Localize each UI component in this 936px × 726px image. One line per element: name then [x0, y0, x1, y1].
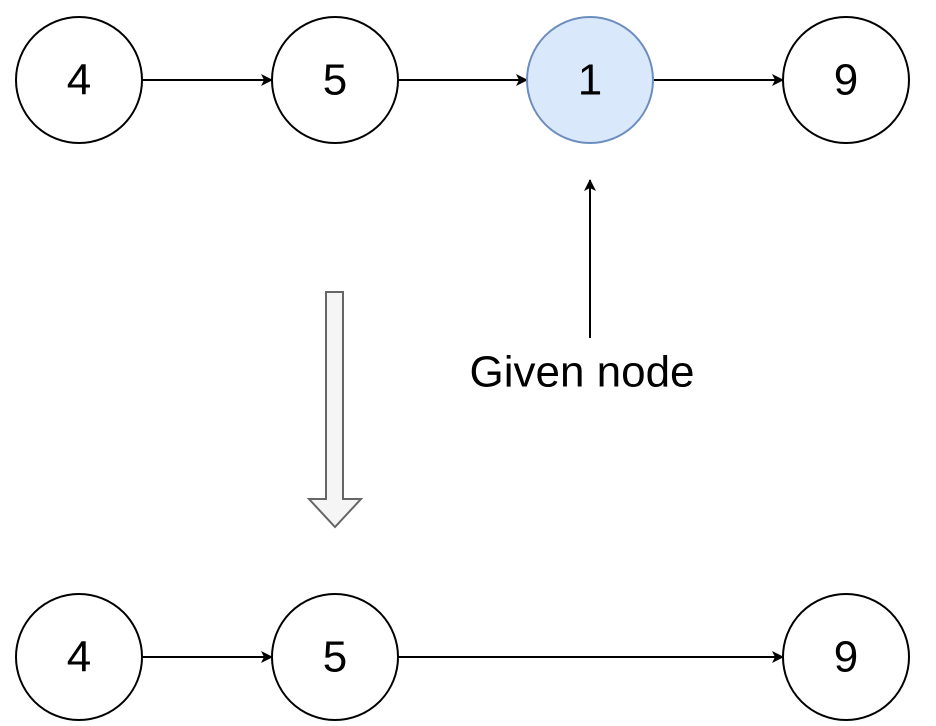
after-node-5: 5	[271, 593, 399, 721]
after-node-5-circle	[271, 593, 399, 721]
after-list: 4 5 9	[15, 593, 910, 721]
after-node-4-label: 4	[67, 633, 91, 682]
before-node-9: 9	[782, 16, 910, 144]
before-node-5-circle	[271, 16, 399, 144]
before-node-9-circle	[782, 16, 910, 144]
before-node-5-label: 5	[323, 56, 347, 105]
before-node-9-label: 9	[834, 56, 858, 105]
given-node-label: 1	[578, 56, 602, 105]
before-node-1-given: 1	[526, 16, 654, 144]
down-arrow-icon	[306, 291, 364, 529]
before-node-4-circle	[15, 16, 143, 144]
before-list: 4 5 1 9	[15, 16, 910, 144]
given-node-circle	[526, 16, 654, 144]
given-node-caption: Given node	[469, 348, 694, 397]
after-node-9: 9	[782, 593, 910, 721]
after-node-5-label: 5	[323, 633, 347, 682]
before-node-5: 5	[271, 16, 399, 144]
after-node-9-circle	[782, 593, 910, 721]
before-node-4-label: 4	[67, 56, 91, 105]
after-node-9-label: 9	[834, 633, 858, 682]
after-node-4: 4	[15, 593, 143, 721]
before-node-4: 4	[15, 16, 143, 144]
given-node-annotation: Given node	[469, 179, 695, 397]
after-node-4-circle	[15, 593, 143, 721]
